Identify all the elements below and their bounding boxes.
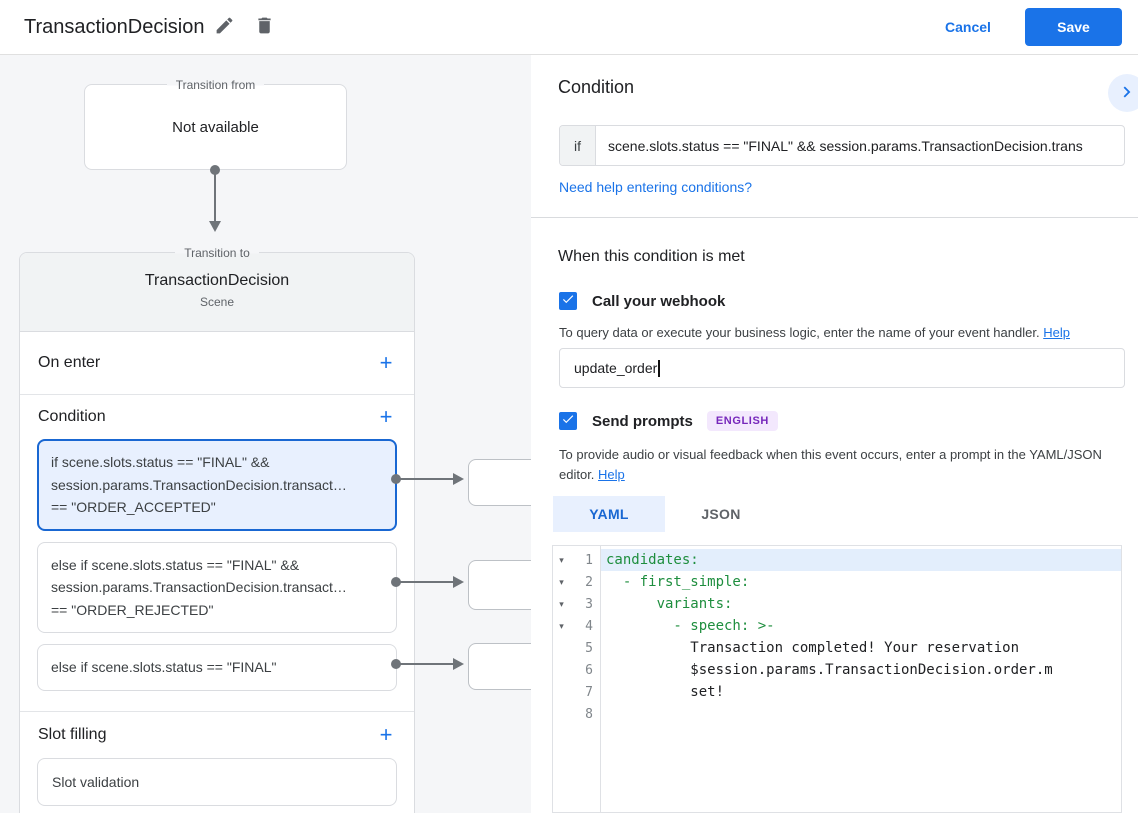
line-number: 1 bbox=[585, 552, 593, 568]
page-title: TransactionDecision bbox=[24, 16, 205, 38]
condition-expression-row: if bbox=[559, 125, 1125, 166]
condition-card-line: session.params.TransactionDecision.trans… bbox=[51, 579, 347, 595]
code-line: variants: bbox=[606, 596, 733, 612]
line-number: 3 bbox=[585, 596, 593, 612]
send-prompts-label: Send prompts bbox=[592, 412, 693, 430]
transition-target-box[interactable] bbox=[468, 459, 531, 506]
webhook-row: Call your webhook bbox=[559, 292, 725, 310]
prompts-help-link[interactable]: Help bbox=[598, 467, 625, 482]
condition-card-line: if scene.slots.status == "FINAL" && bbox=[51, 454, 270, 470]
flow-arrow-down-icon bbox=[209, 165, 221, 232]
webhook-description-text: To query data or execute your business l… bbox=[559, 325, 1040, 340]
chevron-right-icon bbox=[1116, 81, 1138, 106]
trash-icon bbox=[254, 15, 275, 39]
scene-title: TransactionDecision bbox=[144, 272, 290, 289]
editor-gutter: ▾ 1 ▾ 2 ▾ 3 ▾ 4 5 6 7 8 bbox=[553, 546, 601, 812]
webhook-name-input[interactable]: update_order bbox=[559, 348, 1125, 388]
scene-subtitle: Scene bbox=[199, 295, 235, 309]
panel-title: Condition bbox=[558, 77, 635, 97]
tab-json[interactable]: JSON bbox=[701, 506, 741, 522]
code-line: set! bbox=[606, 684, 725, 700]
scene-canvas: Transition from Not available Transition… bbox=[0, 55, 531, 813]
add-condition-button[interactable]: + bbox=[372, 403, 400, 431]
conditions-help-link[interactable]: Need help entering conditions? bbox=[559, 179, 753, 195]
editor-code-area[interactable]: candidates: - first_simple: variants: - … bbox=[601, 546, 1121, 812]
line-number: 4 bbox=[585, 618, 593, 634]
checkmark-icon bbox=[561, 412, 575, 431]
language-badge: ENGLISH bbox=[706, 411, 778, 431]
on-enter-section: On enter + bbox=[20, 332, 414, 395]
fold-icon[interactable]: ▾ bbox=[559, 576, 564, 587]
condition-card-line: session.params.TransactionDecision.trans… bbox=[51, 476, 347, 493]
fold-icon[interactable]: ▾ bbox=[559, 598, 564, 609]
condition-card-line: == "ORDER_REJECTED" bbox=[51, 601, 214, 618]
fold-icon[interactable]: ▾ bbox=[559, 554, 564, 565]
condition-card-line: else if scene.slots.status == "FINAL" && bbox=[51, 556, 300, 573]
transition-from-box: Transition from Not available bbox=[84, 78, 347, 170]
send-prompts-checkbox[interactable] bbox=[559, 412, 577, 430]
webhook-label: Call your webhook bbox=[592, 292, 726, 310]
code-line: - first_simple: bbox=[606, 574, 750, 590]
code-line: Transaction completed! Your reservation bbox=[606, 640, 1020, 656]
save-button[interactable]: Save bbox=[1025, 8, 1122, 46]
scene-header: TransactionDecision Scene bbox=[20, 253, 414, 332]
fold-icon[interactable]: ▾ bbox=[559, 620, 564, 631]
condition-expression-input[interactable] bbox=[596, 126, 1124, 165]
editor-tabs: YAML JSON bbox=[553, 496, 777, 532]
webhook-description: To query data or execute your business l… bbox=[559, 323, 1070, 343]
line-number: 7 bbox=[585, 684, 593, 700]
webhook-checkbox[interactable] bbox=[559, 292, 577, 310]
delete-scene-button[interactable] bbox=[250, 13, 278, 41]
tab-yaml[interactable]: YAML bbox=[553, 496, 665, 532]
checkmark-icon bbox=[561, 292, 575, 311]
line-number: 2 bbox=[585, 574, 593, 590]
transition-from-content: Not available bbox=[172, 118, 259, 136]
slot-filling-label: Slot filling bbox=[38, 725, 107, 743]
code-line: candidates: bbox=[601, 549, 1121, 571]
slot-filling-section: Slot filling + Slot validation bbox=[20, 712, 414, 806]
collapse-panel-button[interactable] bbox=[1108, 74, 1138, 112]
transition-target-box[interactable] bbox=[468, 560, 531, 610]
condition-card[interactable]: if scene.slots.status == "FINAL" && sessi… bbox=[37, 439, 397, 531]
code-line bbox=[601, 703, 1121, 725]
condition-section: Condition + if scene.slots.status == "FI… bbox=[20, 395, 414, 712]
cancel-button[interactable]: Cancel bbox=[938, 0, 998, 54]
edit-title-button[interactable] bbox=[210, 13, 238, 41]
when-condition-title: When this condition is met bbox=[558, 248, 745, 265]
condition-card-line: else if scene.slots.status == "FINAL" bbox=[51, 659, 277, 675]
line-number: 6 bbox=[585, 662, 593, 678]
prompts-description: To provide audio or visual feedback when… bbox=[559, 445, 1115, 485]
text-cursor bbox=[658, 359, 660, 377]
send-prompts-row: Send prompts ENGLISH bbox=[559, 411, 778, 431]
condition-detail-panel: Condition if Need help entering conditio… bbox=[531, 55, 1138, 813]
transition-target-box[interactable] bbox=[468, 643, 531, 690]
on-enter-label: On enter bbox=[38, 354, 101, 371]
if-label: if bbox=[560, 126, 596, 165]
add-slot-button[interactable]: + bbox=[372, 721, 400, 749]
condition-card[interactable]: else if scene.slots.status == "FINAL" &&… bbox=[37, 541, 397, 633]
code-line: - speech: >- bbox=[606, 618, 775, 634]
section-divider bbox=[531, 217, 1138, 218]
top-bar: TransactionDecision Cancel Save bbox=[0, 0, 1138, 55]
webhook-name-value: update_order bbox=[574, 360, 658, 376]
yaml-editor: ▾ 1 ▾ 2 ▾ 3 ▾ 4 5 6 7 8 candidates: - first_simple:… bbox=[552, 545, 1122, 813]
webhook-help-link[interactable]: Help bbox=[1043, 325, 1070, 340]
line-number: 5 bbox=[585, 640, 593, 656]
transition-to-box: Transition to TransactionDecision Scene … bbox=[19, 246, 415, 813]
condition-section-label: Condition bbox=[38, 408, 106, 425]
line-number: 8 bbox=[585, 706, 593, 722]
slot-validation-card[interactable]: Slot validation bbox=[37, 757, 397, 806]
code-line: $session.params.TransactionDecision.orde… bbox=[606, 662, 1053, 678]
add-on-enter-button[interactable]: + bbox=[372, 349, 400, 377]
pencil-icon bbox=[214, 15, 235, 39]
condition-card-line: == "ORDER_ACCEPTED" bbox=[51, 499, 216, 515]
condition-list: if scene.slots.status == "FINAL" && sessi… bbox=[20, 439, 414, 691]
prompts-description-text: To provide audio or visual feedback when… bbox=[559, 447, 1102, 482]
condition-card[interactable]: else if scene.slots.status == "FINAL" bbox=[37, 644, 397, 691]
